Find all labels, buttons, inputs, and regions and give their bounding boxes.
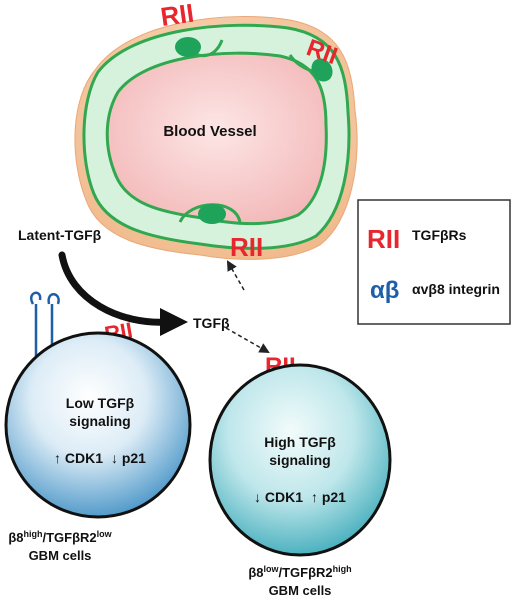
p21-label: p21: [122, 450, 146, 466]
right-cell-line1: High TGFβ: [264, 434, 336, 450]
tgfb-to-cell-arrow: [225, 327, 270, 354]
endothelial-nucleus: [311, 58, 333, 82]
left-cell-line1: Low TGFβ: [66, 395, 135, 411]
endothelial-nucleus: [175, 37, 201, 57]
legend-integrin-icon: αβ: [370, 277, 399, 304]
right-cell-caption-line2: GBM cells: [269, 583, 332, 598]
integrin-icon: [30, 291, 60, 356]
legend-integrin-label: αvβ8 integrin: [412, 281, 500, 297]
down-arrow: ↓: [111, 450, 118, 466]
right-cell-body: [208, 363, 392, 557]
vessel-lumen: [105, 51, 328, 226]
cdk1-label: CDK1: [265, 489, 303, 505]
legend-receptor-icon: RII: [367, 224, 400, 254]
activation-arrow: [58, 251, 172, 326]
receptor-icon: RII: [230, 232, 263, 262]
receptor-icon: RII: [159, 0, 196, 32]
legend-receptor-label: TGFβRs: [412, 227, 467, 243]
tgfb-label: TGFβ: [193, 315, 230, 331]
blood-vessel: Blood Vessel: [74, 16, 358, 260]
right-cell-caption: β8low/TGFβR2high: [248, 564, 351, 580]
cdk1-label: CDK1: [65, 450, 103, 466]
up-arrow: ↑: [54, 450, 61, 466]
blood-vessel-label: Blood Vessel: [163, 123, 256, 140]
legend-box: [357, 199, 511, 325]
left-cell-caption-line2: GBM cells: [29, 548, 92, 563]
right-cell-line2: signaling: [269, 452, 330, 468]
left-cell-body: [4, 331, 192, 519]
right-cell-markers: ↓ CDK1 ↑ p21: [254, 489, 346, 505]
endothelial-nucleus: [198, 204, 226, 224]
down-arrow: ↓: [254, 489, 261, 505]
right-gbm-cell: RII High TGFβ signaling ↓ CDK1 ↑ p21: [208, 353, 392, 557]
tgfb-to-vessel-arrow: [226, 260, 245, 291]
latent-tgfb-label: Latent-TGFβ: [18, 227, 102, 243]
activation-arrowhead: [160, 308, 188, 336]
left-cell-caption: β8high/TGFβR2low: [8, 529, 112, 545]
left-cell-line2: signaling: [69, 413, 130, 429]
left-cell-markers: ↑ CDK1 ↓ p21: [54, 450, 146, 466]
up-arrow: ↑: [311, 489, 318, 505]
p21-label: p21: [322, 489, 346, 505]
left-gbm-cell: RII Low TGFβ signaling ↑ CDK1 ↓ p21: [4, 291, 192, 519]
legend: RII TGFβRs αβ αvβ8 integrin: [357, 199, 511, 325]
